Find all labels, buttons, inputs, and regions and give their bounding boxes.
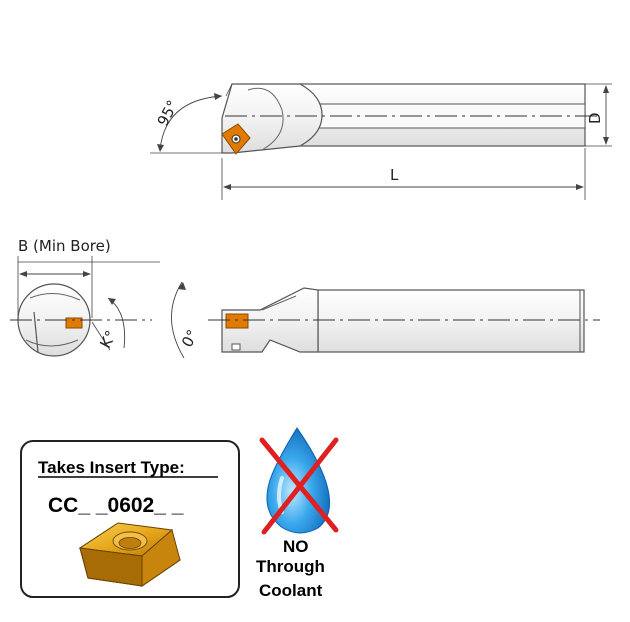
diameter-label: D: [586, 112, 604, 124]
side-insert: [225, 313, 249, 329]
insert-type-box: Takes Insert Type: CC_ _0602_ _: [20, 440, 240, 598]
coolant-line-3: Coolant: [259, 581, 323, 600]
insert-code: CC_ _0602_ _: [48, 494, 184, 517]
length-dimension: L: [221, 148, 586, 200]
zero-angle-label: 0°: [178, 327, 202, 351]
end-view: K°: [10, 283, 152, 357]
angle-95-label: 95°: [154, 97, 182, 129]
side-view: 0°: [171, 281, 600, 359]
top-view: D L 95°: [150, 83, 612, 200]
length-label: L: [390, 166, 399, 184]
end-view-insert: [65, 317, 83, 329]
side-shank: [317, 289, 585, 353]
top-insert: [221, 123, 251, 155]
top-head-curve: [247, 87, 284, 151]
coolant-line-1: NO: [283, 537, 309, 556]
diameter-dimension: D: [585, 83, 612, 147]
insert-picture: [78, 522, 182, 587]
min-bore-label: B (Min Bore): [18, 237, 111, 255]
kappa-label: K°: [96, 328, 120, 352]
insert-box-title: Takes Insert Type:: [38, 458, 185, 477]
min-bore-dimension: B (Min Bore): [17, 237, 160, 318]
no-coolant-badge: NO Through Coolant: [256, 427, 339, 600]
coolant-line-2: Through: [256, 557, 325, 576]
angle-95-dimension: 95°: [150, 83, 233, 154]
cross-icon: [259, 437, 339, 535]
